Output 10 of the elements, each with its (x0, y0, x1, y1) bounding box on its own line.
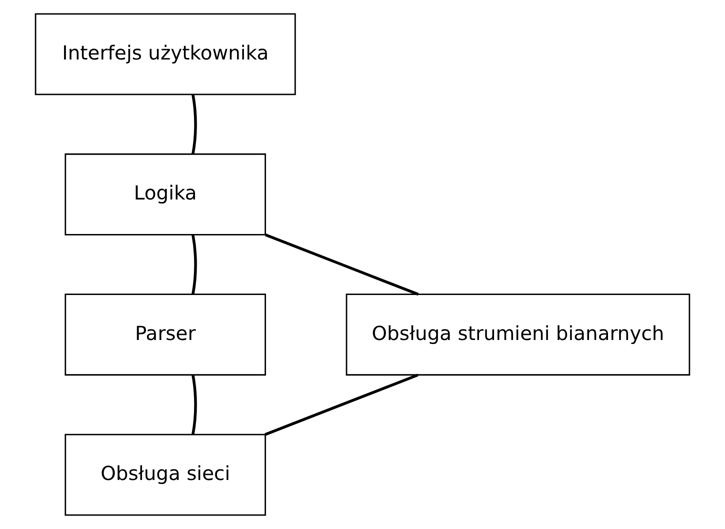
connector (264, 234, 419, 296)
connector (192, 94, 197, 154)
node-box: Obsługa sieci (64, 434, 266, 516)
node-box: Obsługa strumieni bianarnych (346, 294, 690, 376)
connector (192, 374, 197, 435)
node-box: Interfejs użytkownika (34, 13, 296, 96)
connector (192, 234, 197, 294)
node-box: Logika (64, 153, 266, 236)
node-box: Parser (64, 294, 266, 376)
connector (264, 374, 418, 436)
